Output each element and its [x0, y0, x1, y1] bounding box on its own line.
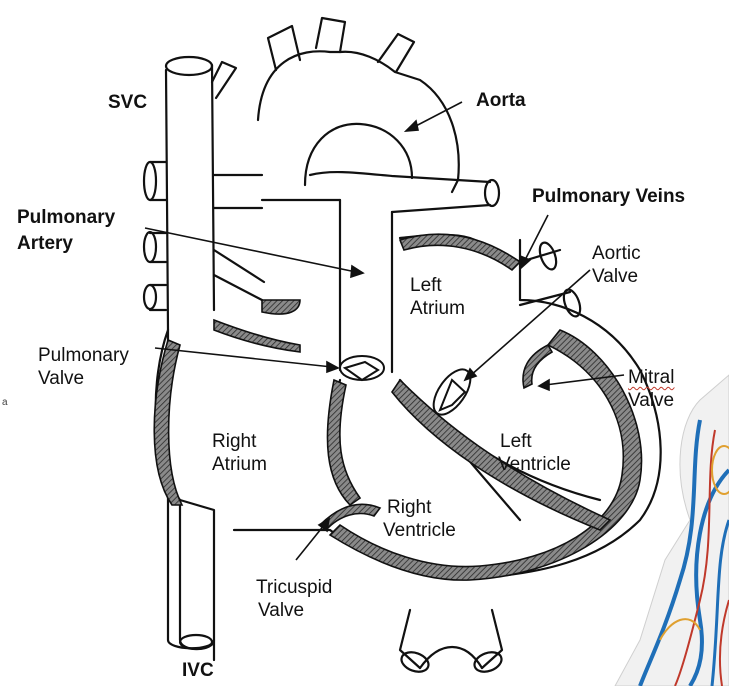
label-aortic-valve: Aortic Valve — [592, 242, 641, 288]
label-right-ventricle-line2: Ventricle — [383, 519, 456, 542]
label-pulmonary-valve-line1: Pulmonary — [38, 344, 129, 367]
svc-opening — [166, 57, 212, 75]
label-right-atrium-line1: Right — [212, 430, 267, 453]
svc-vessel — [166, 65, 214, 330]
label-aorta: Aorta — [476, 90, 526, 112]
label-ivc: IVC — [182, 660, 214, 682]
left-carotid-artery — [316, 18, 345, 52]
right-pulmonary-vessel-3 — [150, 285, 166, 310]
pulmonary-trunk — [340, 200, 392, 372]
tricuspid-leaflet — [320, 504, 380, 530]
label-left-atrium-line1: Left — [410, 274, 465, 297]
label-pulmonary-artery: Pulmonary Artery — [17, 205, 115, 257]
aorta-pointer — [412, 102, 462, 128]
label-pulmonary-artery-line2: Artery — [17, 231, 115, 257]
label-left-ventricle: Left Ventricle — [498, 430, 571, 476]
label-right-atrium: Right Atrium — [212, 430, 267, 476]
label-tricuspid-valve: Tricuspid Valve — [256, 576, 332, 622]
label-left-ventricle-line1: Left — [498, 430, 571, 453]
label-pulmonary-veins: Pulmonary Veins — [532, 186, 685, 208]
pulmonary-valve-pointer — [155, 348, 332, 367]
label-left-atrium-line2: Atrium — [410, 297, 465, 320]
label-mitral-valve-line2: Valve — [628, 389, 674, 412]
stray-character: a — [2, 397, 8, 408]
descending-aorta — [400, 610, 502, 668]
label-right-ventricle-line1: Right — [383, 496, 456, 519]
right-pulmonary-vessel-1 — [150, 162, 166, 200]
pulmonary-branch-left — [310, 172, 490, 212]
label-left-atrium: Left Atrium — [410, 274, 465, 320]
ivc-vessel — [180, 500, 214, 649]
atrial-roof-wall — [400, 234, 520, 270]
label-aortic-valve-line1: Aortic — [592, 242, 641, 265]
right-ventricle-wall — [327, 380, 360, 505]
label-mitral-valve: Mitral Valve — [628, 366, 674, 412]
label-right-ventricle: Right Ventricle — [383, 496, 456, 542]
label-pulmonary-valve-line2: Valve — [38, 367, 129, 390]
label-right-atrium-line2: Atrium — [212, 453, 267, 476]
label-pulmonary-valve: Pulmonary Valve — [38, 344, 129, 390]
label-left-ventricle-line2: Ventricle — [498, 453, 571, 476]
aortic-arch — [258, 51, 459, 192]
left-subclavian-artery — [378, 34, 414, 72]
pulmonary-branch-opening — [485, 180, 499, 206]
label-tricuspid-valve-line2: Valve — [256, 599, 332, 622]
label-mitral-valve-line1: Mitral — [628, 366, 674, 389]
azygos-vein — [212, 62, 236, 98]
label-pulmonary-artery-line1: Pulmonary — [17, 205, 115, 231]
label-aortic-valve-line2: Valve — [592, 265, 641, 288]
right-pulmonary-vessel-2 — [150, 233, 166, 262]
label-svc: SVC — [108, 92, 147, 114]
pulmonary-vein-upper — [537, 240, 560, 271]
label-tricuspid-valve-line1: Tricuspid — [256, 576, 332, 599]
pulmonary-artery-pointer — [145, 228, 356, 272]
